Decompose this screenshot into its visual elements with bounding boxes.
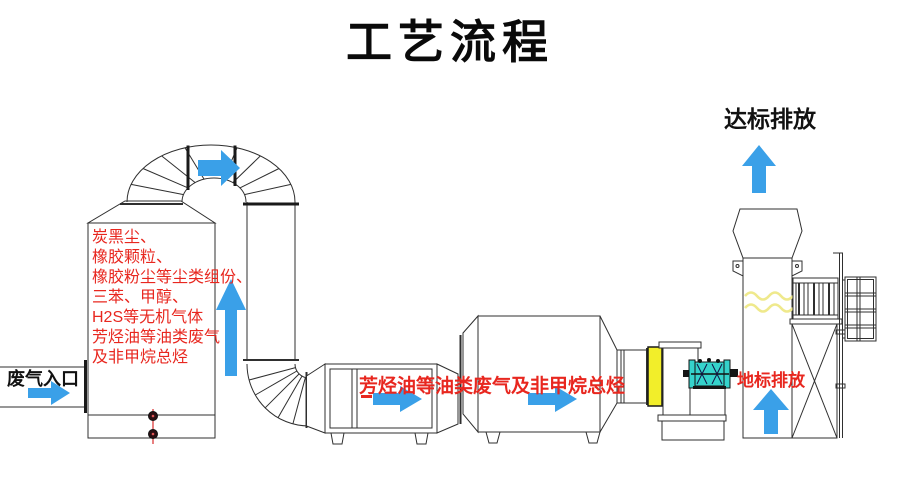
scrubber-tower xyxy=(86,200,217,444)
flex-connector-yellow xyxy=(647,346,663,407)
inlet-duct xyxy=(0,360,87,413)
label-waste-gas-inlet: 废气入口 xyxy=(7,369,79,389)
flow-arrow-right-icon xyxy=(198,150,240,186)
pollutant-line: H2S等无机气体 xyxy=(92,309,204,326)
pollutant-line: 三苯、甲醇、 xyxy=(92,289,189,306)
side-rail xyxy=(833,252,846,438)
flow-arrow-up-icon xyxy=(742,145,776,193)
downcomer-duct xyxy=(243,202,299,361)
label-local-emission: 地标排放 xyxy=(737,371,805,390)
flow-arrow-right-icon xyxy=(28,381,70,405)
tower-pollutant-list: 炭黑尘、 橡胶颗粒、 橡胶粉尘等尘类组份、 三苯、甲醇、 H2S等无机气体 芳烃… xyxy=(92,228,252,368)
platform-grid xyxy=(842,276,877,342)
fan-connector-duct xyxy=(617,346,663,407)
fan-motor xyxy=(683,358,738,389)
flow-arrow-up-icon xyxy=(216,279,246,376)
stack-brackets xyxy=(732,260,803,277)
duct-elbow-bottom xyxy=(246,363,310,428)
stack-waves xyxy=(744,291,794,313)
flow-arrow-right-icon xyxy=(528,386,577,412)
red-dash-mark xyxy=(361,395,372,398)
flow-arrows xyxy=(28,145,789,434)
flow-arrow-right-icon xyxy=(373,386,422,412)
treatment-box xyxy=(462,314,618,444)
pollutant-line: 橡胶颗粒、 xyxy=(92,249,173,266)
label-compliant-emission: 达标排放 xyxy=(724,106,816,132)
pollutant-line: 炭黑尘、 xyxy=(92,229,157,246)
page-title: 工艺流程 xyxy=(346,16,554,68)
stack-flare xyxy=(732,208,803,259)
label-oil-gas-stream: 芳烃油等油类废气及非甲烷总烃 xyxy=(359,376,626,397)
pollutant-line: 橡胶粉尘等尘类组份、 xyxy=(92,269,253,286)
duct-bend-top xyxy=(120,144,296,205)
pollutant-line: 及非甲烷总烃 xyxy=(92,349,189,366)
flow-arrow-up-icon xyxy=(753,389,789,434)
pollutant-line: 芳烃油等油类废气 xyxy=(92,329,221,346)
drain-ports xyxy=(148,409,158,444)
centrifugal-fan xyxy=(657,341,738,441)
louver-box xyxy=(789,277,843,325)
